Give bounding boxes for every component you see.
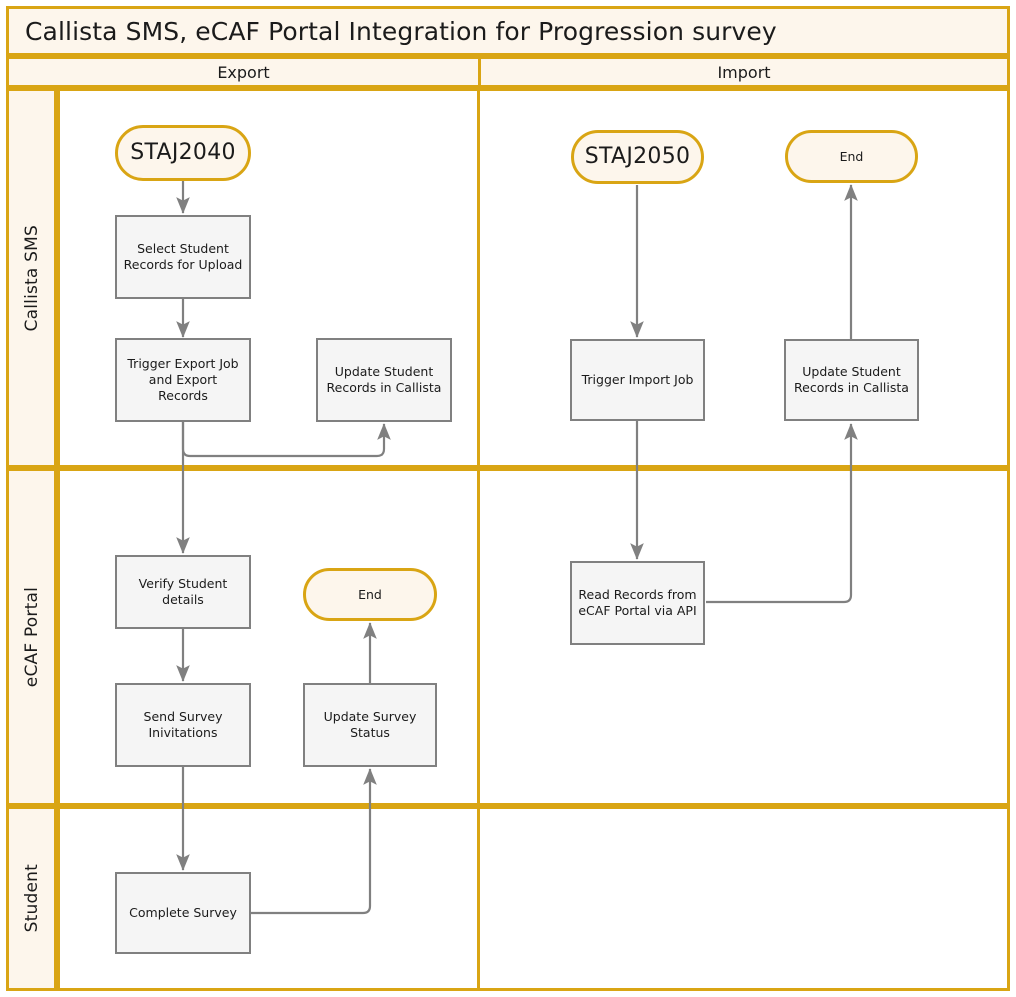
node-label: Verify Student details — [138, 576, 228, 607]
node-update-survey-status[interactable]: Update Survey Status — [303, 683, 437, 767]
phase-divider — [477, 471, 480, 803]
node-complete-survey[interactable]: Complete Survey — [115, 872, 251, 954]
lane-label-text: Callista SMS — [21, 224, 42, 332]
node-label: End — [358, 586, 382, 602]
node-update-callista-import[interactable]: Update Student Records in Callista — [784, 339, 919, 421]
node-end-import[interactable]: End — [785, 130, 918, 183]
phase-divider — [477, 91, 480, 465]
node-end-export[interactable]: End — [303, 568, 437, 621]
phase-header-row: Export Import — [6, 56, 1010, 88]
node-staj2050[interactable]: STAJ2050 — [571, 130, 704, 184]
node-read-records[interactable]: Read Records from eCAF Portal via API — [570, 561, 705, 645]
node-trigger-export[interactable]: Trigger Export Job and Export Records — [115, 338, 251, 422]
lane-label-student: Student — [6, 806, 57, 991]
node-label: Trigger Import Job — [581, 372, 694, 387]
node-label: Trigger Export Job and Export Records — [127, 356, 239, 403]
phase-divider — [477, 809, 480, 988]
lane-label-ecaf-portal: eCAF Portal — [6, 468, 57, 806]
lane-label-callista-sms: Callista SMS — [6, 88, 57, 468]
lane-body-student — [57, 806, 1010, 991]
lane-body-callista-sms — [57, 88, 1010, 468]
node-staj2040[interactable]: STAJ2040 — [115, 125, 251, 181]
phase-label: Export — [217, 62, 270, 82]
node-trigger-import[interactable]: Trigger Import Job — [570, 339, 705, 421]
node-label: Complete Survey — [129, 905, 237, 920]
page-title: Callista SMS, eCAF Portal Integration fo… — [25, 16, 777, 46]
node-label: Update Student Records in Callista — [794, 364, 909, 395]
lane-label-text: eCAF Portal — [21, 586, 42, 688]
phase-label: Import — [717, 62, 771, 82]
diagram-title-bar: Callista SMS, eCAF Portal Integration fo… — [6, 6, 1010, 56]
phase-header-import: Import — [481, 59, 1007, 85]
node-label: Select Student Records for Upload — [123, 241, 243, 272]
lane-label-text: Student — [21, 864, 42, 933]
node-label: Send Survey Inivitations — [143, 709, 223, 740]
lane-body-ecaf-portal — [57, 468, 1010, 806]
node-update-callista-export[interactable]: Update Student Records in Callista — [316, 338, 452, 422]
node-label: Read Records from eCAF Portal via API — [578, 587, 697, 618]
phase-header-export: Export — [9, 59, 481, 85]
node-select-records[interactable]: Select Student Records for Upload — [115, 215, 251, 299]
node-label: Update Survey Status — [323, 709, 417, 740]
node-verify-student[interactable]: Verify Student details — [115, 555, 251, 629]
node-label: STAJ2040 — [130, 139, 236, 165]
node-send-survey[interactable]: Send Survey Inivitations — [115, 683, 251, 767]
node-label: STAJ2050 — [584, 143, 691, 169]
node-label: End — [839, 148, 864, 164]
node-label: Update Student Records in Callista — [326, 364, 442, 395]
